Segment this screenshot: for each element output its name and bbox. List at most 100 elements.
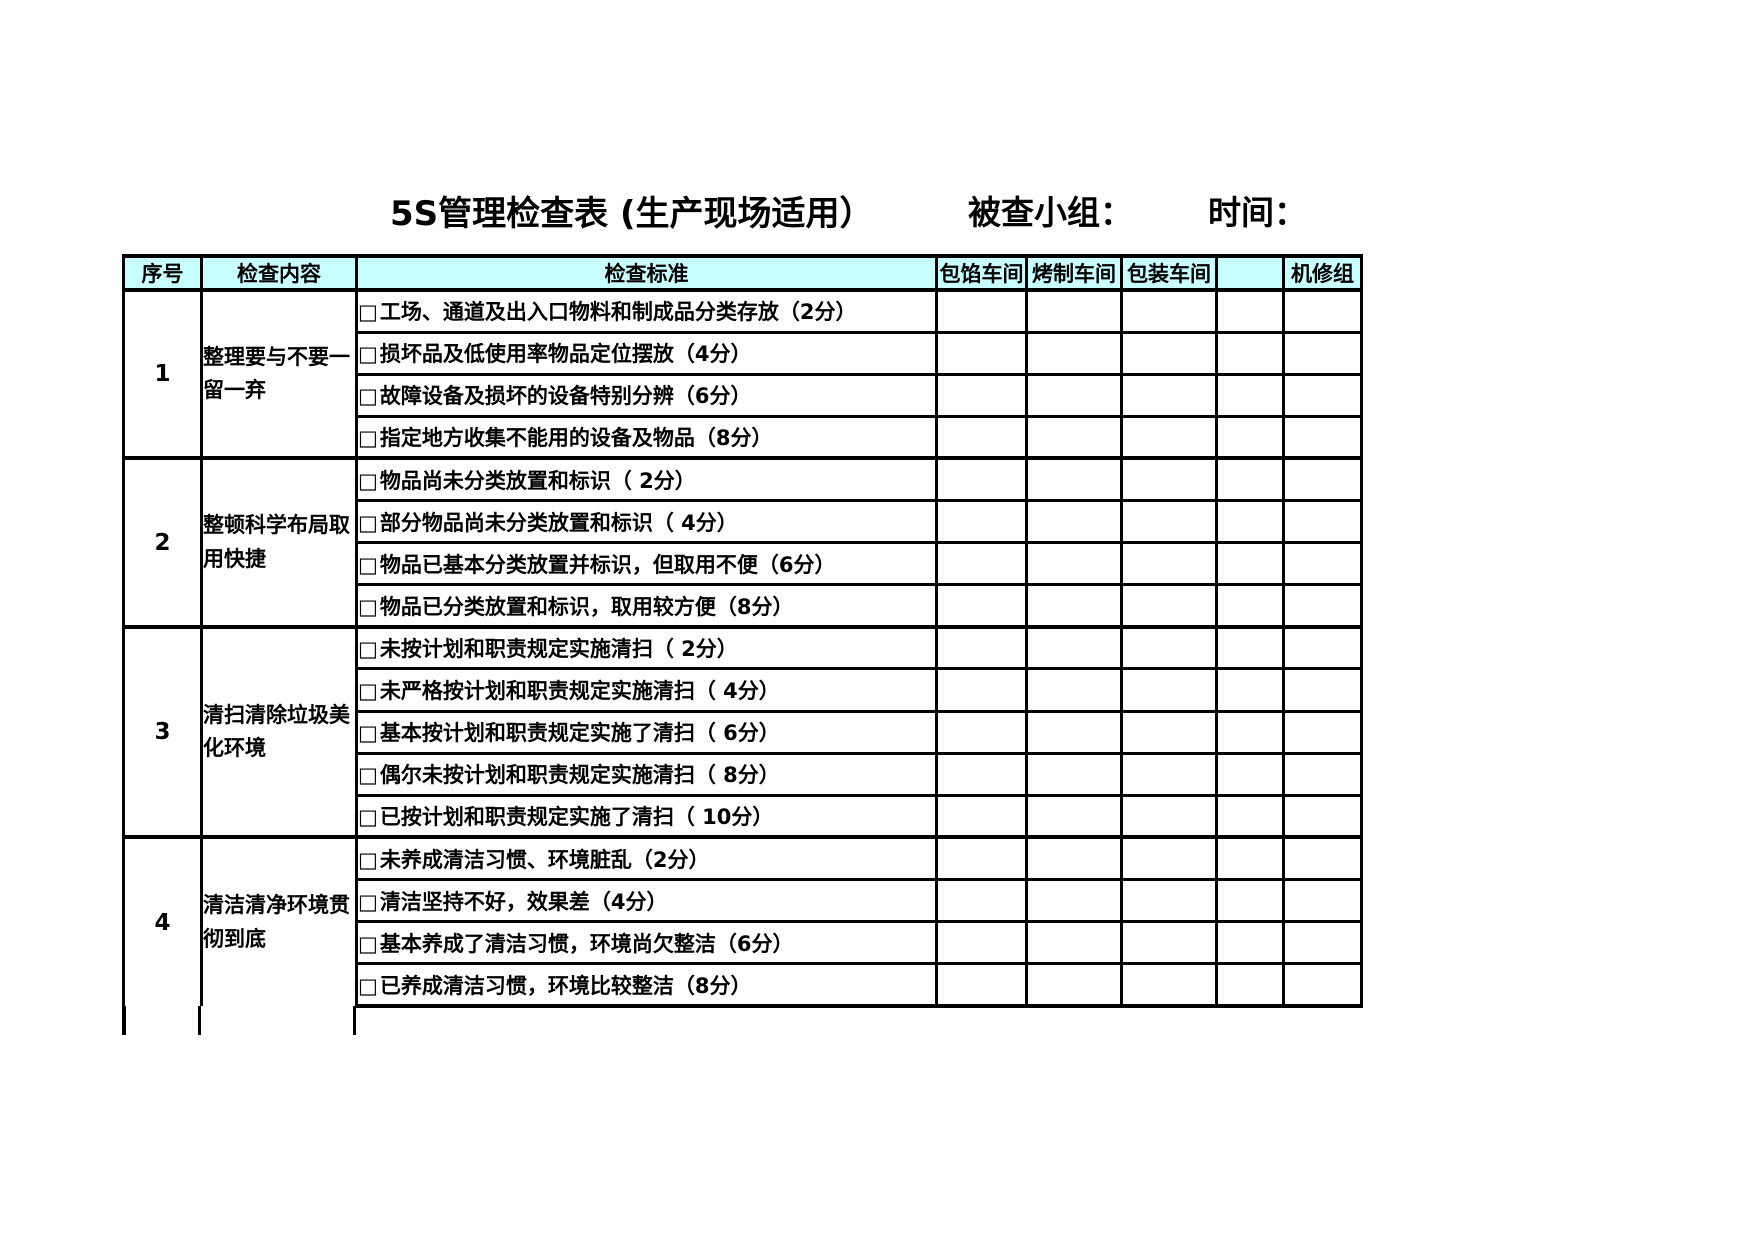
score-cell[interactable] (1025, 456, 1123, 503)
checkbox-icon[interactable]: □ (358, 763, 378, 788)
score-cell[interactable] (1215, 330, 1285, 376)
score-cell[interactable] (1282, 920, 1363, 966)
checkbox-icon[interactable]: □ (358, 594, 378, 619)
score-cell[interactable] (935, 920, 1028, 966)
score-cell[interactable] (1025, 541, 1123, 587)
score-cell[interactable] (1215, 920, 1285, 966)
score-cell[interactable] (1025, 835, 1123, 882)
score-cell[interactable] (935, 414, 1028, 460)
score-cell[interactable] (1025, 414, 1123, 460)
score-cell[interactable] (935, 962, 1028, 1009)
checkbox-icon[interactable]: □ (358, 931, 378, 956)
score-cell[interactable] (1282, 709, 1363, 755)
score-cell[interactable] (1120, 414, 1218, 460)
score-cell[interactable] (935, 541, 1028, 587)
score-cell[interactable] (1025, 583, 1123, 629)
score-cell[interactable] (935, 456, 1028, 503)
score-cell[interactable] (935, 793, 1028, 839)
score-cell[interactable] (1025, 499, 1123, 545)
score-cell[interactable] (1215, 962, 1285, 1009)
score-cell[interactable] (935, 287, 1028, 334)
score-cell[interactable] (1282, 499, 1363, 545)
score-cell[interactable] (935, 878, 1028, 924)
checkbox-icon[interactable]: □ (358, 300, 378, 325)
score-cell[interactable] (1282, 456, 1363, 503)
score-cell[interactable] (1120, 878, 1218, 924)
score-cell[interactable] (1215, 624, 1285, 671)
score-cell[interactable] (935, 624, 1028, 671)
score-cell[interactable] (1215, 793, 1285, 839)
score-cell[interactable] (935, 372, 1028, 418)
score-cell[interactable] (1025, 920, 1123, 966)
score-cell[interactable] (1282, 793, 1363, 839)
score-cell[interactable] (1120, 583, 1218, 629)
score-cell[interactable] (1215, 751, 1285, 797)
checkbox-icon[interactable]: □ (358, 973, 378, 998)
checkbox-icon[interactable]: □ (358, 637, 378, 662)
score-cell[interactable] (1282, 667, 1363, 713)
score-cell[interactable] (1120, 541, 1218, 587)
score-cell[interactable] (935, 583, 1028, 629)
score-cell[interactable] (1215, 287, 1285, 334)
checkbox-icon[interactable]: □ (358, 552, 378, 577)
score-cell[interactable] (1120, 751, 1218, 797)
score-cell[interactable] (1025, 287, 1123, 334)
score-cell[interactable] (1120, 330, 1218, 376)
score-cell[interactable] (1215, 456, 1285, 503)
score-cell[interactable] (935, 835, 1028, 882)
score-cell[interactable] (1215, 709, 1285, 755)
checkbox-icon[interactable]: □ (358, 510, 378, 535)
score-cell[interactable] (1282, 751, 1363, 797)
score-cell[interactable] (1215, 583, 1285, 629)
score-cell[interactable] (1120, 372, 1218, 418)
score-cell[interactable] (1120, 667, 1218, 713)
score-cell[interactable] (1025, 709, 1123, 755)
checkbox-icon[interactable]: □ (358, 468, 378, 493)
score-cell[interactable] (1282, 624, 1363, 671)
checkbox-icon[interactable]: □ (358, 679, 378, 704)
checkbox-icon[interactable]: □ (358, 342, 378, 367)
score-cell[interactable] (1215, 835, 1285, 882)
score-cell[interactable] (1215, 372, 1285, 418)
score-cell[interactable] (1025, 751, 1123, 797)
score-cell[interactable] (1282, 414, 1363, 460)
checkbox-icon[interactable]: □ (358, 721, 378, 746)
score-cell[interactable] (1282, 287, 1363, 334)
score-cell[interactable] (935, 709, 1028, 755)
score-cell[interactable] (1120, 456, 1218, 503)
score-cell[interactable] (1282, 330, 1363, 376)
score-cell[interactable] (1025, 667, 1123, 713)
score-cell[interactable] (1120, 709, 1218, 755)
score-cell[interactable] (1120, 920, 1218, 966)
score-cell[interactable] (1120, 962, 1218, 1009)
score-cell[interactable] (935, 330, 1028, 376)
score-cell[interactable] (1025, 962, 1123, 1009)
checkbox-icon[interactable]: □ (358, 384, 378, 409)
score-cell[interactable] (1025, 793, 1123, 839)
score-cell[interactable] (1215, 414, 1285, 460)
score-cell[interactable] (1120, 287, 1218, 334)
score-cell[interactable] (1025, 878, 1123, 924)
score-cell[interactable] (1025, 330, 1123, 376)
score-cell[interactable] (1215, 878, 1285, 924)
score-cell[interactable] (1215, 667, 1285, 713)
score-cell[interactable] (935, 751, 1028, 797)
checkbox-icon[interactable]: □ (358, 805, 378, 830)
score-cell[interactable] (1282, 962, 1363, 1009)
score-cell[interactable] (935, 499, 1028, 545)
checkbox-icon[interactable]: □ (358, 847, 378, 872)
score-cell[interactable] (1120, 793, 1218, 839)
score-cell[interactable] (1282, 835, 1363, 882)
score-cell[interactable] (1025, 624, 1123, 671)
score-cell[interactable] (1120, 499, 1218, 545)
score-cell[interactable] (1025, 372, 1123, 418)
score-cell[interactable] (1215, 499, 1285, 545)
score-cell[interactable] (1282, 583, 1363, 629)
score-cell[interactable] (1282, 372, 1363, 418)
score-cell[interactable] (1215, 541, 1285, 587)
score-cell[interactable] (1282, 878, 1363, 924)
score-cell[interactable] (1282, 541, 1363, 587)
score-cell[interactable] (935, 667, 1028, 713)
checkbox-icon[interactable]: □ (358, 426, 378, 451)
checkbox-icon[interactable]: □ (358, 889, 378, 914)
